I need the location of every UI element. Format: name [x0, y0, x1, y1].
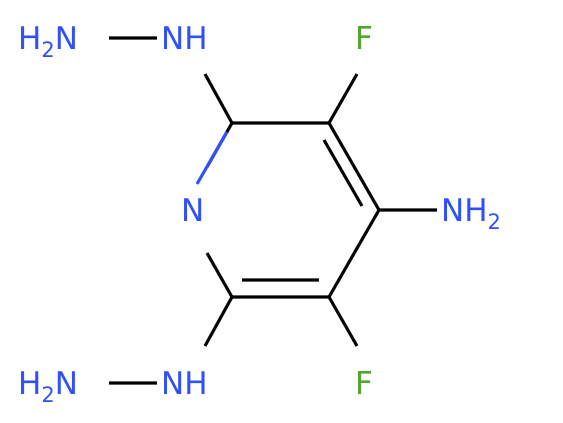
- hydrazine-bottom-n: N: [55, 366, 78, 402]
- amine-subscript: 2: [488, 210, 501, 234]
- hydrazine-top-h2n-label: H2N: [18, 21, 78, 62]
- bond-c2-nh-top: [203, 73, 234, 124]
- atom-labels: N H2N NH F NH2 F H2N NH: [18, 21, 501, 407]
- hydrazine-top-h: H: [18, 21, 41, 57]
- bond-n1-c2-inner: [195, 131, 229, 185]
- hydrazine-top-subscript: 2: [41, 38, 54, 62]
- hydrazine-top-nh-label: NH: [161, 21, 208, 57]
- hydrazine-top-n: N: [55, 21, 78, 57]
- bond-c5-f-bottom: [327, 296, 359, 347]
- bond-c3-c4-inner: [322, 139, 364, 207]
- hydrazine-bottom-h: H: [18, 366, 41, 402]
- fluorine-bottom-label: F: [355, 366, 373, 402]
- ring-nitrogen-label: N: [181, 193, 204, 229]
- pyridine-ring: [195, 121, 381, 299]
- hydrazine-bottom-h2n-label: H2N: [18, 366, 78, 407]
- hydrazine-bottom-nh-label: NH: [161, 366, 208, 402]
- amine-nh2-label: NH2: [441, 193, 501, 234]
- amine-nh: NH: [441, 193, 488, 229]
- bond-c6-nh-bottom: [203, 296, 234, 347]
- substituent-bonds: [109, 36, 437, 385]
- fluorine-top-label: F: [355, 21, 373, 57]
- hydrazine-bottom-subscript: 2: [41, 383, 54, 407]
- bond-c3-c4: [327, 122, 381, 211]
- bond-c4-c5: [327, 209, 381, 298]
- bond-c3-f-top: [327, 73, 359, 124]
- bond-c6-n1: [205, 252, 234, 298]
